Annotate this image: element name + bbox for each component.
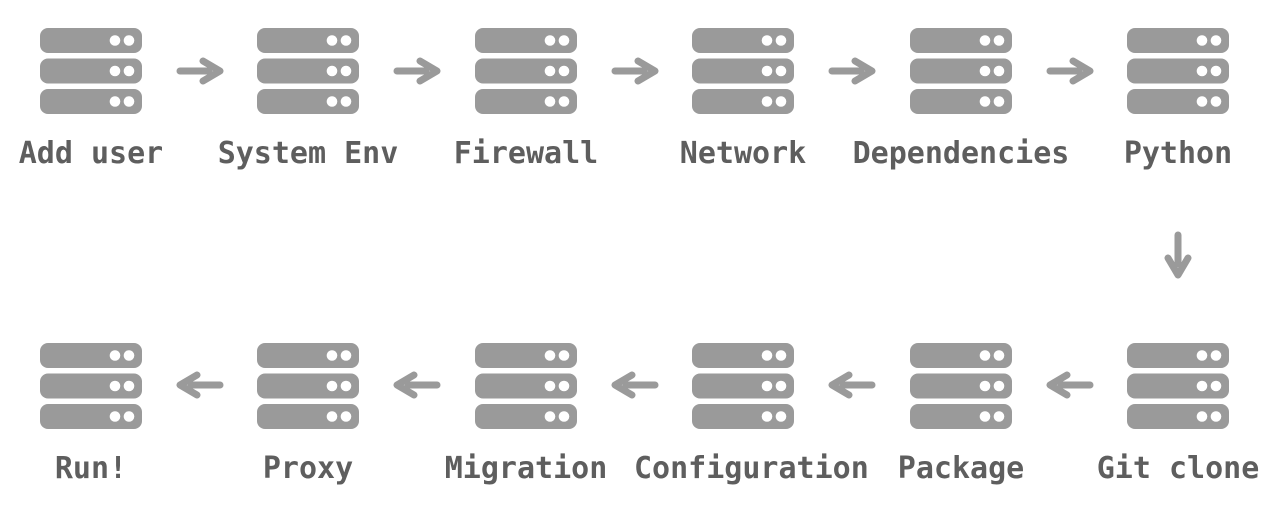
step-package: Package <box>852 343 1070 486</box>
step-label: Firewall <box>453 136 599 171</box>
server-stack-icon <box>910 28 1012 114</box>
step-migration: Migration <box>417 343 635 486</box>
server-stack-icon <box>475 28 577 114</box>
step-system-env: System Env <box>199 28 417 171</box>
step-label: System Env <box>217 136 399 171</box>
server-stack-icon <box>40 343 142 429</box>
step-label: Dependencies <box>852 136 1070 171</box>
arrow-down-icon <box>1164 231 1192 279</box>
server-stack-icon <box>1127 28 1229 114</box>
step-label: Migration <box>444 451 608 486</box>
server-stack-icon <box>692 343 794 429</box>
step-proxy: Proxy <box>199 343 417 486</box>
server-stack-icon <box>40 28 142 114</box>
step-label: Run! <box>54 451 128 486</box>
step-git-clone: Git clone <box>1069 343 1280 486</box>
step-label: Git clone <box>1096 451 1260 486</box>
step-configuration: Configuration <box>634 343 869 486</box>
server-stack-icon <box>1127 343 1229 429</box>
step-network: Network <box>634 28 852 171</box>
step-dependencies: Dependencies <box>852 28 1070 171</box>
step-python: Python <box>1069 28 1280 171</box>
step-label: Python <box>1123 136 1233 171</box>
server-stack-icon <box>910 343 1012 429</box>
server-stack-icon <box>692 28 794 114</box>
step-label: Proxy <box>262 451 354 486</box>
step-label: Network <box>679 136 807 171</box>
step-add-user: Add user <box>0 28 200 171</box>
step-run: Run! <box>0 343 200 486</box>
step-label: Package <box>897 451 1025 486</box>
server-stack-icon <box>257 28 359 114</box>
server-stack-icon <box>475 343 577 429</box>
server-stack-icon <box>257 343 359 429</box>
step-label: Add user <box>18 136 164 171</box>
step-firewall: Firewall <box>417 28 635 171</box>
step-label: Configuration <box>634 451 869 486</box>
